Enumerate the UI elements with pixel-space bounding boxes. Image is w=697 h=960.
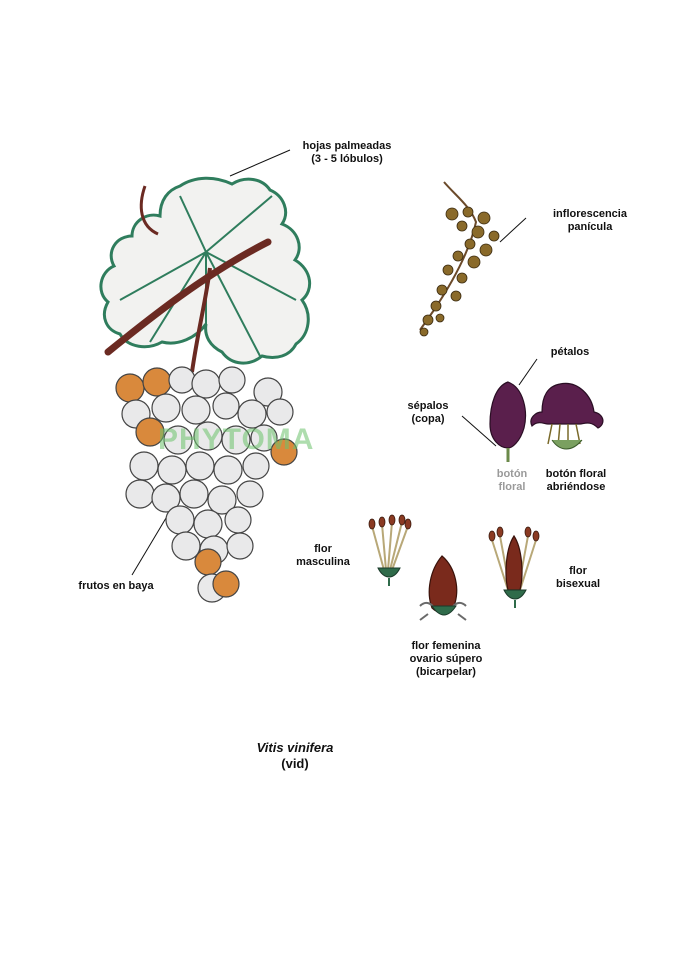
label-fruits: frutos en baya — [78, 580, 154, 592]
flower-bud — [489, 381, 527, 462]
leader-lines — [131, 149, 538, 576]
watermark: PHYTOMA — [158, 423, 315, 456]
label-leaves: hojas palmeadas(3 - 5 lóbulos) — [302, 140, 392, 165]
grape-leaf — [99, 176, 312, 373]
inflorescence-panicle — [419, 181, 500, 337]
bisexual-flower — [488, 526, 540, 608]
grape-cluster — [115, 366, 298, 603]
male-flower — [368, 514, 412, 586]
label-sepals: sépalos(copa) — [407, 400, 449, 425]
label-petals: pétalos — [550, 346, 590, 358]
flower-bud-opening — [530, 382, 604, 450]
figure-title: Vitis vinifera (vid) — [240, 740, 350, 772]
female-flower — [419, 555, 467, 621]
common-name: (vid) — [281, 756, 309, 771]
species-name: Vitis vinifera — [256, 740, 334, 755]
